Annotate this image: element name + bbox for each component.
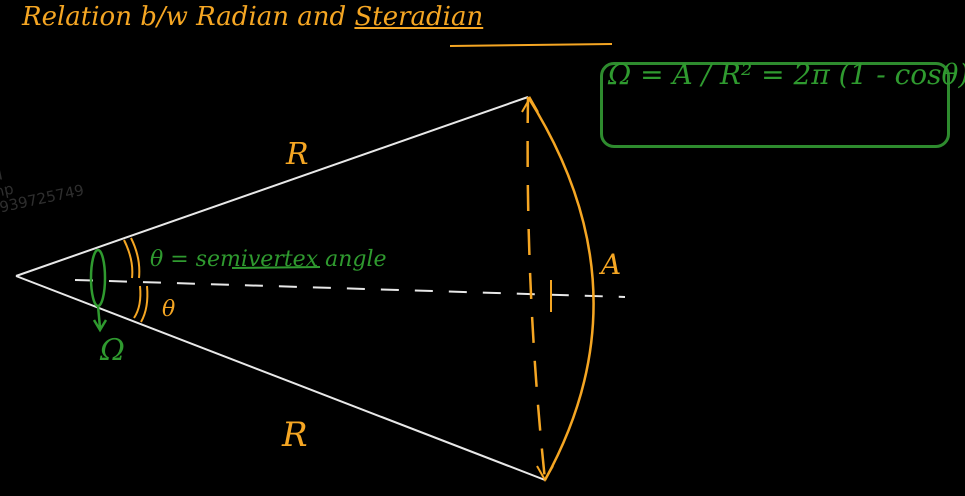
title-underline	[449, 43, 613, 47]
theta-arc-top-1	[123, 239, 134, 279]
formula-box	[600, 62, 950, 148]
diagram-title: Relation b/w Radian and Steradian	[22, 2, 483, 32]
slant-label-bottom: R	[281, 415, 308, 455]
cone-axis	[74, 279, 626, 298]
formula-text: Ω = A / R² = 2π (1 - cosθ)	[608, 58, 965, 91]
semivertex-underline	[231, 266, 321, 269]
area-label: A	[598, 248, 621, 281]
theta-label-bottom: θ	[162, 297, 175, 322]
cap-arrow-top	[521, 95, 539, 113]
title-text: Relation b/w Radian and	[22, 2, 355, 32]
spherical-cap-arc	[526, 96, 595, 481]
theta-label-top: θ = semivertex angle	[150, 247, 387, 272]
cap-arrow-bottom	[536, 465, 554, 483]
theta-arc-bottom-2	[140, 285, 149, 323]
title-underlined-text: Steradian	[354, 2, 484, 32]
theta-arc-bottom-1	[133, 285, 142, 319]
solid-angle-label: Ω	[99, 333, 125, 368]
theta-arc-top-2	[130, 237, 141, 279]
solid-angle-arrow	[92, 305, 108, 333]
slant-edge-top	[15, 96, 529, 277]
base-dashed-arc	[526, 96, 547, 481]
slant-label-top: R	[285, 137, 309, 172]
slant-edge-bottom	[15, 275, 546, 481]
solid-angle-ellipse	[89, 248, 107, 308]
